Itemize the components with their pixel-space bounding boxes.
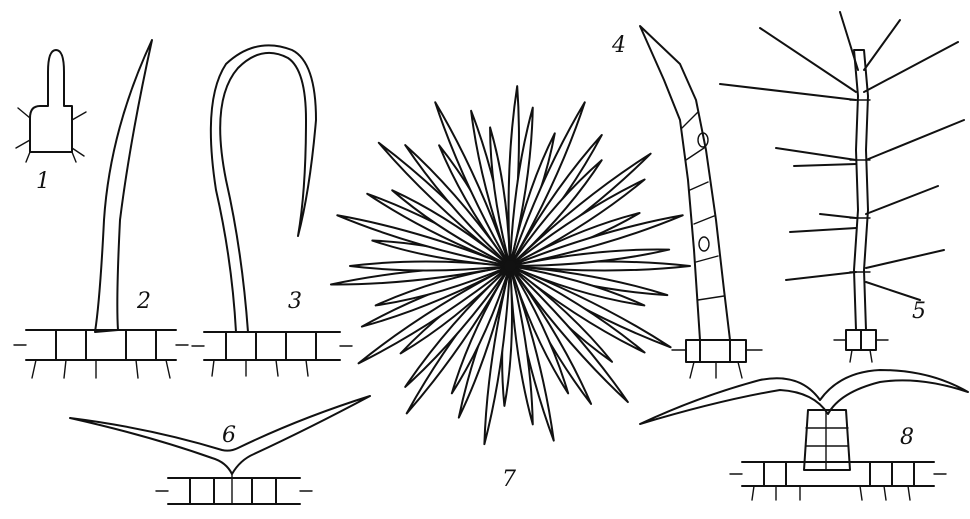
hair-5-branched: [720, 12, 964, 362]
label-6: 6: [222, 423, 236, 448]
label-3: 3: [288, 289, 302, 314]
hair-3-hooked: [192, 45, 352, 376]
hair-6-two-armed: [70, 396, 370, 504]
hair-7-stellate: [331, 86, 690, 444]
label-4: 4: [611, 33, 626, 58]
hair-2-simple: [14, 40, 188, 378]
stellate-center: [504, 260, 516, 272]
label-7: 7: [502, 467, 516, 492]
label-1: 1: [36, 169, 50, 194]
label-2: 2: [136, 289, 151, 314]
hair-4-multicellular: [640, 26, 762, 378]
label-8: 8: [900, 425, 914, 450]
label-5: 5: [912, 299, 926, 324]
hair-1-papilla: [16, 50, 86, 162]
hair-8-two-armed-stalked: [640, 370, 968, 500]
